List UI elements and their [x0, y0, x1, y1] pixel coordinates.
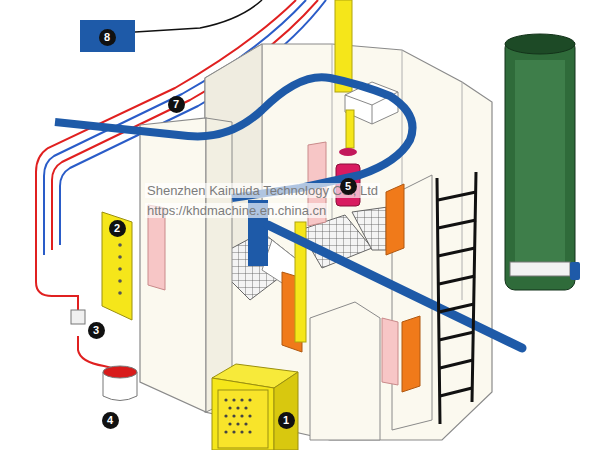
callout-number: 4	[102, 412, 119, 429]
callout-number: 8	[99, 29, 116, 46]
callout-number: 2	[109, 220, 126, 237]
callout-number: 3	[88, 322, 105, 339]
callout-number: 5	[340, 178, 357, 195]
callout-number: 7	[168, 96, 185, 113]
watermark-text: https://khdmachine.en.china.cn	[145, 203, 328, 218]
callout-number: 1	[278, 412, 295, 429]
